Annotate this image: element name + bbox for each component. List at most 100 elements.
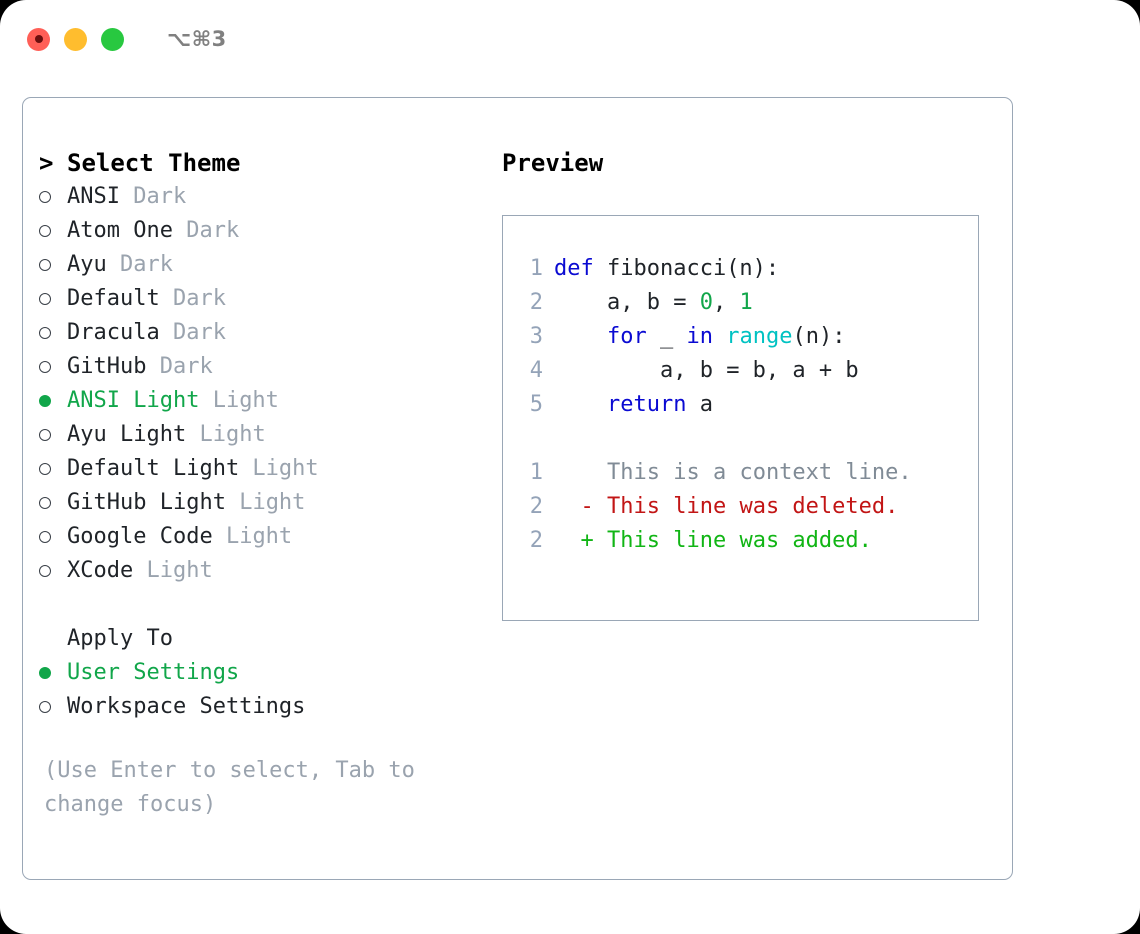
radio-glyph	[39, 191, 51, 203]
radio-selected-icon[interactable]	[39, 395, 67, 407]
code-token-kw: in	[686, 324, 727, 349]
close-window-button[interactable]	[27, 27, 50, 51]
code-line-number: 5	[529, 392, 543, 417]
section-spacer	[39, 588, 498, 622]
apply-to-focus-marker-icon: >	[39, 622, 67, 656]
diff-line-context: 1 This is a context line.	[517, 456, 978, 490]
code-line-text: a, b = 0, 1	[554, 286, 753, 320]
radio-glyph	[39, 531, 51, 543]
radio-selected-icon[interactable]	[39, 667, 67, 679]
code-line: 4 a, b = b, a + b	[517, 354, 978, 388]
theme-option-ansi-light[interactable]: ANSI Light Light	[39, 384, 498, 418]
window-shortcut-label: ⌥⌘3	[167, 27, 227, 51]
theme-option-github-light[interactable]: GitHub Light Light	[39, 486, 498, 520]
diff-sign: +	[580, 528, 594, 553]
diff-line-number: 2	[529, 528, 543, 553]
code-token-txt: a, b =	[606, 290, 700, 315]
code-token-num: 1	[739, 290, 753, 315]
select-theme-header: > Select Theme	[39, 146, 498, 180]
radio-unselected-icon[interactable]	[39, 361, 67, 373]
theme-option-variant: Light	[186, 422, 266, 447]
diff-line-number: 1	[529, 460, 543, 485]
apply-to-option-workspace-settings[interactable]: Workspace Settings	[39, 690, 498, 724]
theme-option-label: XCode	[67, 558, 134, 583]
radio-unselected-icon[interactable]	[39, 259, 67, 271]
theme-option-variant: Light	[133, 558, 213, 583]
apply-to-option-label: Workspace Settings	[67, 694, 306, 719]
maximize-window-button[interactable]	[101, 27, 124, 51]
theme-option-default[interactable]: Default Dark	[39, 282, 498, 316]
code-token-kw: return	[606, 392, 700, 417]
code-diff-spacer	[517, 422, 978, 456]
code-line-text: return a	[554, 388, 713, 422]
radio-unselected-icon[interactable]	[39, 293, 67, 305]
code-token-txt: _	[659, 324, 687, 349]
theme-option-variant: Light	[239, 456, 319, 481]
theme-option-ansi[interactable]: ANSI Dark	[39, 180, 498, 214]
theme-option-variant: Light	[225, 490, 306, 515]
diff-text: This is a context line.	[607, 460, 912, 485]
code-token-txt: fibonacci(n):	[606, 256, 780, 281]
theme-option-label: Default Light	[67, 456, 240, 481]
diff-text: This line was deleted.	[607, 494, 899, 519]
theme-option-variant: Dark	[159, 320, 226, 345]
theme-option-variant: Light	[212, 524, 293, 549]
diff-line-add: 2 + This line was added.	[517, 524, 978, 558]
code-line-number: 4	[529, 358, 543, 383]
radio-unselected-icon[interactable]	[39, 497, 67, 509]
minimize-window-button[interactable]	[64, 27, 87, 51]
theme-option-ayu[interactable]: Ayu Dark	[39, 248, 498, 282]
radio-unselected-icon[interactable]	[39, 463, 67, 475]
code-token-num: 0	[699, 290, 713, 315]
radio-unselected-icon[interactable]	[39, 225, 67, 237]
theme-option-dracula[interactable]: Dracula Dark	[39, 316, 498, 350]
theme-option-ayu-light[interactable]: Ayu Light Light	[39, 418, 498, 452]
code-token-txt: (n):	[792, 324, 846, 349]
radio-unselected-icon[interactable]	[39, 701, 67, 713]
code-token-txt: a, b = b, a + b	[659, 358, 859, 383]
theme-option-label: ANSI	[67, 184, 120, 209]
apply-to-option-label: User Settings	[67, 660, 240, 685]
radio-unselected-icon[interactable]	[39, 327, 67, 339]
focus-marker-icon: >	[39, 149, 54, 177]
radio-glyph	[39, 259, 51, 271]
traffic-light-buttons	[27, 27, 124, 51]
code-token-txt: ,	[712, 290, 740, 315]
code-line-text: def fibonacci(n):	[554, 252, 779, 286]
theme-option-label: Ayu	[67, 252, 107, 277]
diff-sample: 1 This is a context line.2 - This line w…	[517, 456, 978, 558]
theme-option-github[interactable]: GitHub Dark	[39, 350, 498, 384]
theme-option-atom-one[interactable]: Atom One Dark	[39, 214, 498, 248]
radio-unselected-icon[interactable]	[39, 191, 67, 203]
theme-option-xcode[interactable]: XCode Light	[39, 554, 498, 588]
code-line-text: for _ in range(n):	[554, 320, 845, 354]
code-line-text: a, b = b, a + b	[554, 354, 859, 388]
theme-option-label: Atom One	[67, 218, 173, 243]
radio-glyph	[39, 463, 51, 475]
preview-title: Preview	[502, 149, 604, 177]
radio-glyph	[39, 497, 51, 509]
theme-option-label: Default	[67, 286, 160, 311]
window-titlebar: ⌥⌘3	[0, 0, 1140, 78]
code-line: 5 return a	[517, 388, 978, 422]
radio-unselected-icon[interactable]	[39, 429, 67, 441]
theme-option-variant: Dark	[106, 252, 173, 277]
theme-option-label: Ayu Light	[67, 422, 187, 447]
radio-unselected-icon[interactable]	[39, 531, 67, 543]
theme-option-label: Google Code	[67, 524, 213, 549]
apply-to-option-user-settings[interactable]: User Settings	[39, 656, 498, 690]
theme-option-label: GitHub Light	[67, 490, 226, 515]
code-line-number: 2	[529, 290, 543, 315]
diff-line-del: 2 - This line was deleted.	[517, 490, 978, 524]
diff-sign	[581, 460, 594, 485]
theme-option-google-code[interactable]: Google Code Light	[39, 520, 498, 554]
radio-unselected-icon[interactable]	[39, 565, 67, 577]
theme-option-default-light[interactable]: Default Light Light	[39, 452, 498, 486]
